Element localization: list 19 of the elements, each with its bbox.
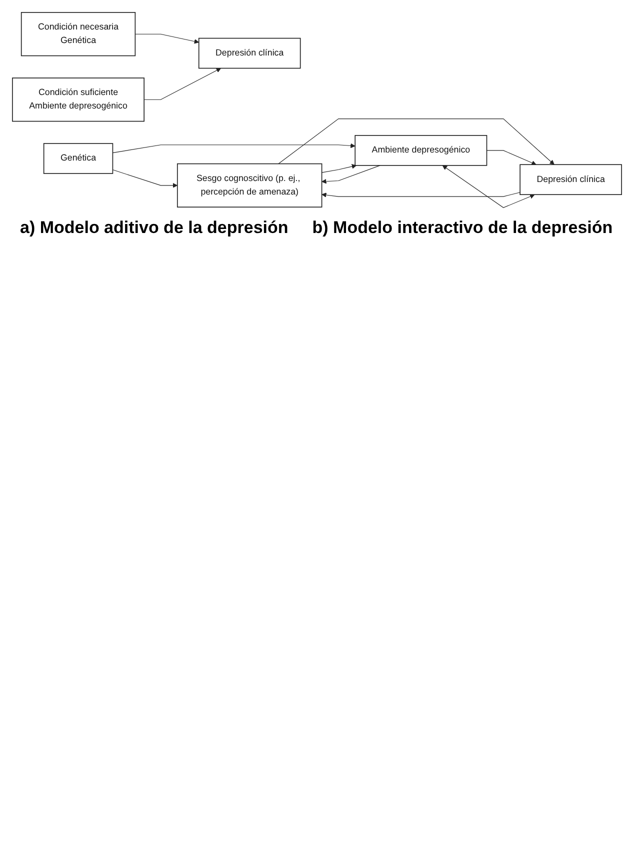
node-box: Condición suficiente Ambiente depresogénico	[12, 78, 144, 122]
arrow	[322, 164, 357, 173]
arrow	[278, 118, 554, 165]
figure-caption: a) Modelo aditivo de la depresión	[20, 218, 288, 238]
node-box: Condición necesaria Genética	[20, 12, 136, 56]
node-box: Genética	[43, 143, 114, 174]
figure-caption: b) Modelo interactivo de la depresión	[312, 218, 613, 238]
node-box: Depresión clínica	[198, 38, 301, 69]
arrow	[144, 68, 222, 100]
arrow	[112, 143, 356, 154]
arrow	[134, 34, 200, 44]
arrow	[442, 165, 535, 208]
arrow	[112, 169, 178, 188]
node-box: Depresión clínica	[520, 164, 622, 196]
arrow	[486, 150, 536, 166]
node-box: Sesgo cognoscitivo (p. ej., percepción de amenaza)	[176, 163, 322, 208]
arrow	[322, 165, 380, 184]
node-box: Ambiente depresogénico	[354, 135, 488, 166]
arrow	[322, 192, 520, 198]
